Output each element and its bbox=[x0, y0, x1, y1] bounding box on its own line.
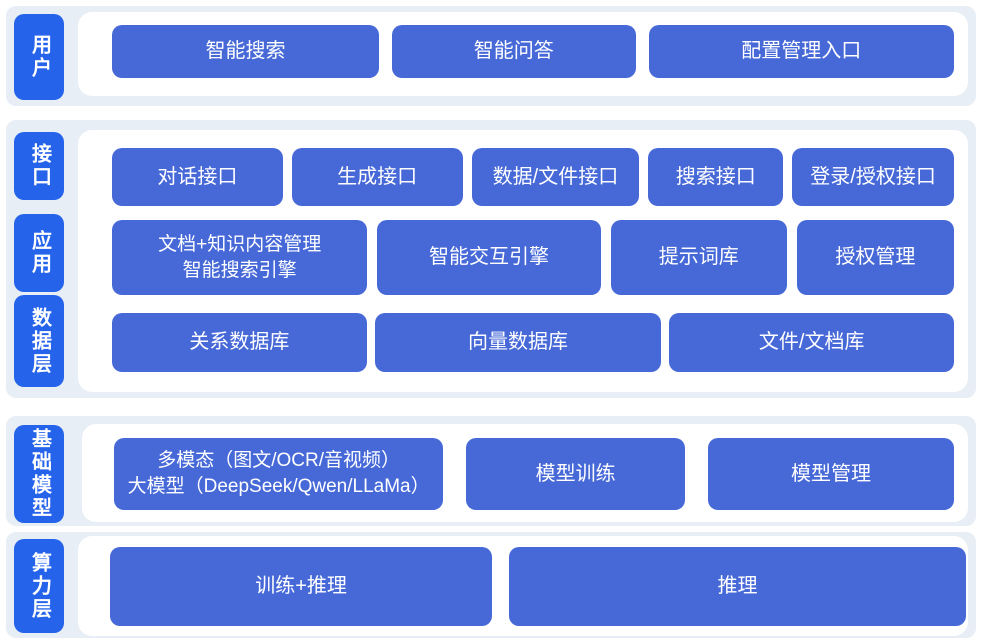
config-management-entry-node: 配置管理入口 bbox=[648, 25, 954, 78]
login-auth-api-node: 登录/授权接口 bbox=[792, 148, 954, 206]
model-management-node: 模型管理 bbox=[708, 438, 954, 510]
layer-tag-compute: 算力层 bbox=[14, 539, 64, 633]
inference-node: 推理 bbox=[509, 547, 966, 626]
data-row: 关系数据库 向量数据库 文件/文档库 bbox=[78, 295, 968, 372]
layer-tag-data: 数据层 bbox=[14, 295, 64, 387]
middle-layers-panel: 对话接口 生成接口 数据/文件接口 搜索接口 登录/授权接口 文档+知识内容管理… bbox=[78, 130, 968, 392]
middle-layers-band: 接口 应用 数据层 对话接口 生成接口 数据/文件接口 搜索接口 登录/授权接口… bbox=[6, 120, 976, 398]
compute-layer-band: 算力层 训练+推理 推理 bbox=[6, 532, 976, 638]
user-entry-row: 智能搜索 智能问答 配置管理入口 bbox=[78, 12, 968, 78]
generation-api-node: 生成接口 bbox=[291, 148, 463, 206]
layer-tag-application: 应用 bbox=[14, 214, 64, 292]
search-api-node: 搜索接口 bbox=[648, 148, 784, 206]
model-row: 多模态（图文/OCR/音视频） 大模型（DeepSeek/Qwen/LLaMa）… bbox=[82, 424, 968, 510]
auth-management-node: 授权管理 bbox=[796, 220, 954, 295]
layer-tag-foundation-model: 基础模型 bbox=[14, 425, 64, 523]
train-inference-node: 训练+推理 bbox=[110, 547, 493, 626]
prompt-library-node: 提示词库 bbox=[610, 220, 787, 295]
dialog-api-node: 对话接口 bbox=[112, 148, 283, 206]
smart-qa-node: 智能问答 bbox=[392, 25, 636, 78]
multimodal-llm-node: 多模态（图文/OCR/音视频） 大模型（DeepSeek/Qwen/LLaMa） bbox=[114, 438, 444, 510]
user-layer-band: 用户 智能搜索 智能问答 配置管理入口 bbox=[6, 6, 976, 106]
doc-knowledge-search-engine-node: 文档+知识内容管理 智能搜索引擎 bbox=[112, 220, 368, 295]
user-layer-panel: 智能搜索 智能问答 配置管理入口 bbox=[78, 12, 968, 96]
compute-row: 训练+推理 推理 bbox=[78, 536, 968, 626]
interaction-engine-node: 智能交互引擎 bbox=[377, 220, 601, 295]
api-row: 对话接口 生成接口 数据/文件接口 搜索接口 登录/授权接口 bbox=[78, 130, 968, 206]
smart-search-node: 智能搜索 bbox=[112, 25, 380, 78]
layer-tag-interface: 接口 bbox=[14, 132, 64, 200]
vector-db-node: 向量数据库 bbox=[374, 313, 662, 372]
relational-db-node: 关系数据库 bbox=[112, 313, 367, 372]
application-row: 文档+知识内容管理 智能搜索引擎 智能交互引擎 提示词库 授权管理 bbox=[78, 206, 968, 295]
data-file-api-node: 数据/文件接口 bbox=[471, 148, 640, 206]
foundation-model-band: 基础模型 多模态（图文/OCR/音视频） 大模型（DeepSeek/Qwen/L… bbox=[6, 416, 976, 526]
layer-tag-user: 用户 bbox=[14, 14, 64, 100]
foundation-model-panel: 多模态（图文/OCR/音视频） 大模型（DeepSeek/Qwen/LLaMa）… bbox=[82, 424, 968, 522]
compute-layer-panel: 训练+推理 推理 bbox=[78, 536, 968, 636]
file-doc-store-node: 文件/文档库 bbox=[669, 313, 954, 372]
model-training-node: 模型训练 bbox=[466, 438, 686, 510]
